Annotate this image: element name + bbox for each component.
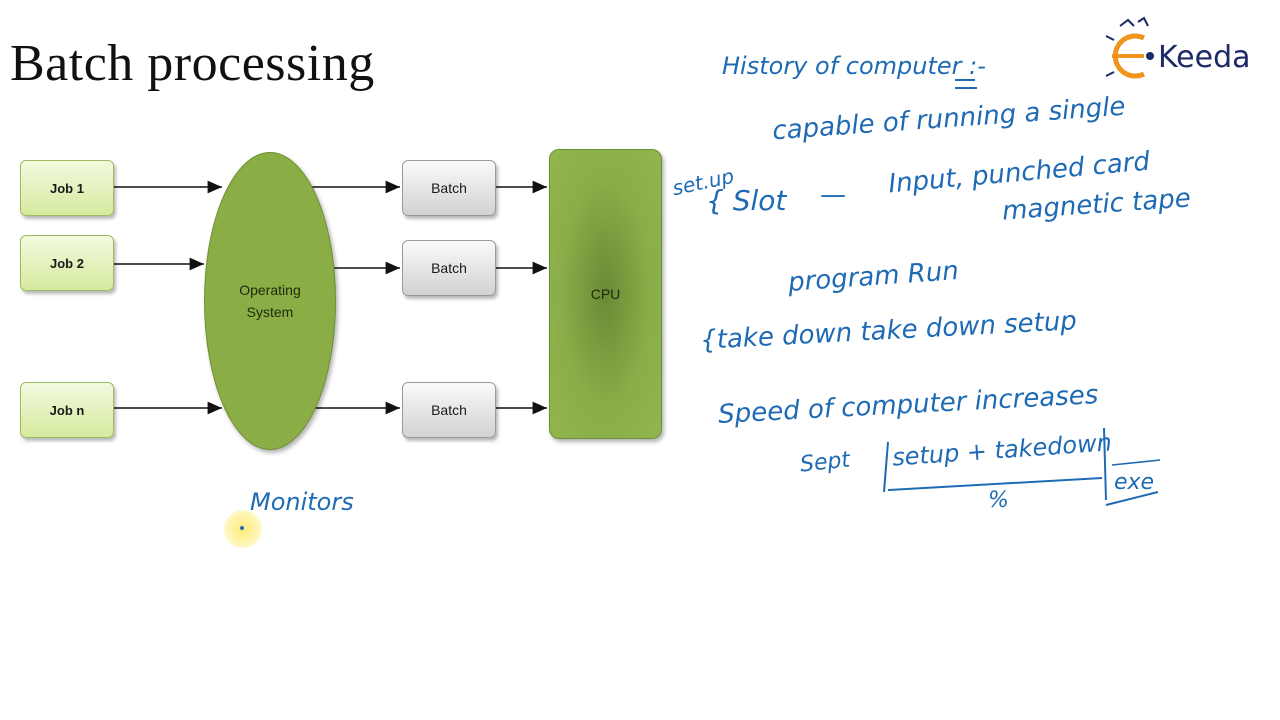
note-dash: — — [820, 180, 846, 210]
os-label-line2: System — [246, 304, 294, 320]
note-history: History of computer :- — [722, 52, 986, 80]
batch-box-3: Batch — [402, 382, 496, 438]
underline-exe — [1105, 491, 1159, 506]
cpu-box: CPU — [549, 149, 662, 439]
slide-title: Batch processing — [10, 35, 375, 92]
ekeeda-logo-text: Keeda — [1158, 40, 1251, 75]
pointer-dot — [240, 526, 244, 530]
brace-formula-right — [1103, 427, 1107, 501]
ekeeda-logo-icon — [1105, 16, 1154, 79]
job-n-box: Job n — [20, 382, 114, 438]
note-slot: { Slot — [706, 184, 787, 217]
stroke-exe-top — [1111, 459, 1161, 466]
brace-formula-left — [883, 441, 889, 493]
note-sept: Sept — [798, 447, 852, 478]
fraction-bar — [887, 477, 1103, 491]
underline-history — [955, 79, 977, 89]
note-percent: % — [988, 488, 1009, 513]
os-label-line1: Operating — [239, 282, 301, 298]
batch-box-2: Batch — [402, 240, 496, 296]
note-exe: exe — [1114, 470, 1155, 495]
note-monitors: Monitors — [250, 488, 354, 516]
job-2-box: Job 2 — [20, 235, 114, 291]
job-1-box: Job 1 — [20, 160, 114, 216]
operating-system-ellipse: Operating System — [204, 152, 336, 450]
batch-box-1: Batch — [402, 160, 496, 216]
